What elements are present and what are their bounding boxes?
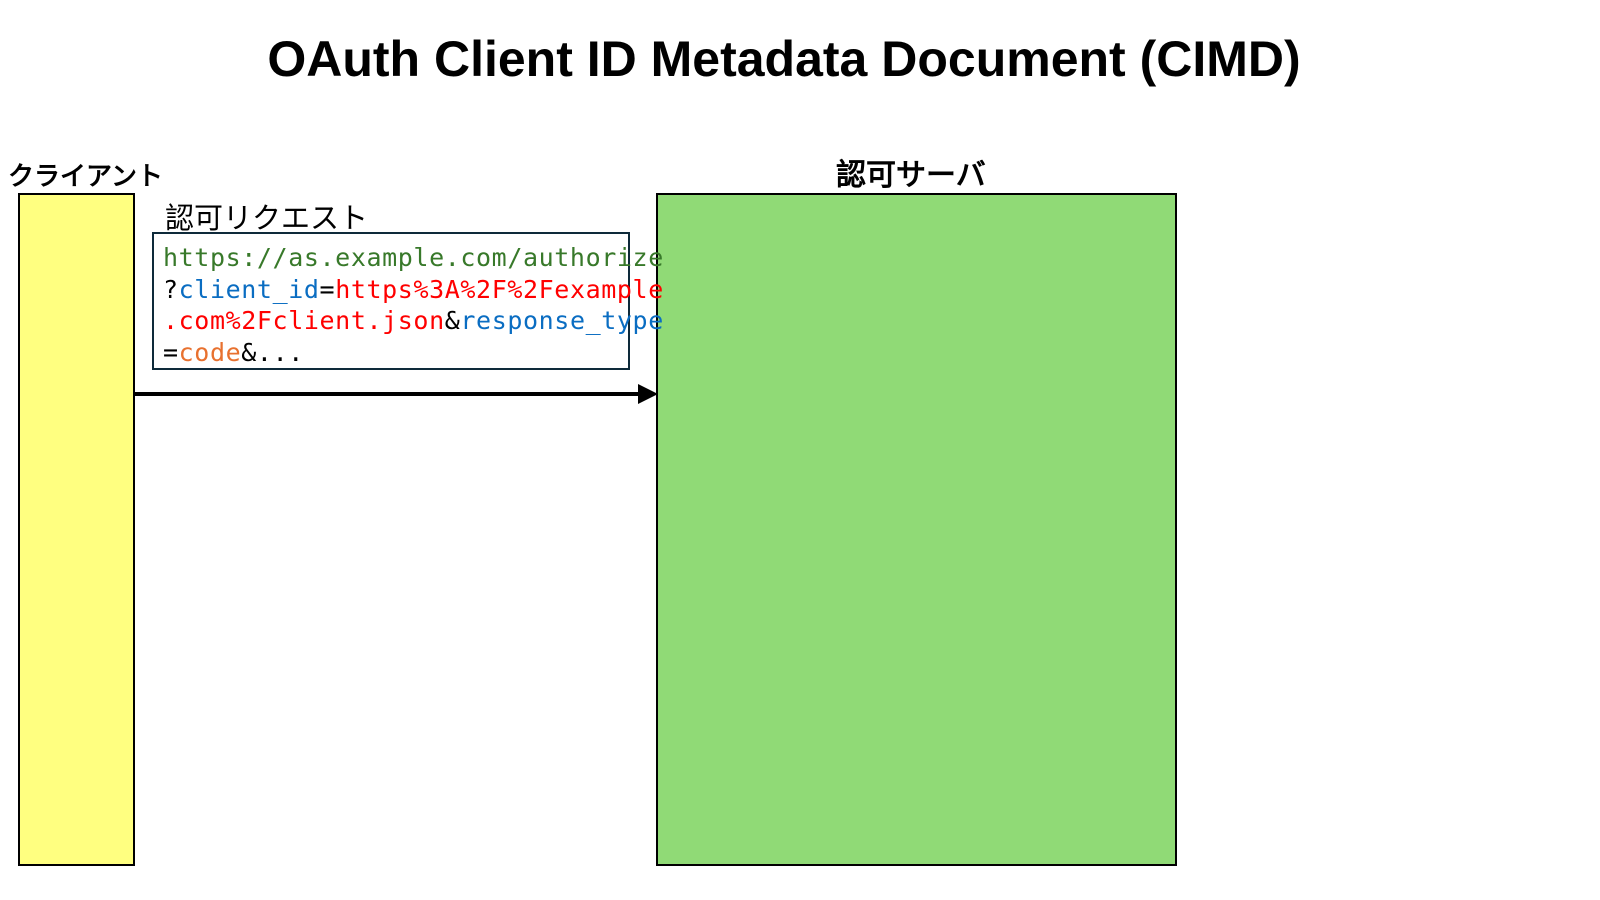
url-segment: ?	[163, 274, 179, 304]
url-segment: response_type	[460, 306, 664, 335]
url-segment: https%3A%2F%2Fexample	[335, 274, 664, 304]
client-label: クライアント	[8, 162, 163, 192]
server-lifeline	[656, 193, 1177, 866]
server-label: 認可サーバ	[836, 158, 986, 193]
request-label: 認可リクエスト	[165, 201, 369, 235]
url-segment: .com%2Fclient.json	[163, 306, 445, 335]
url-segment: =	[319, 274, 336, 304]
url-segment: &...	[241, 337, 304, 367]
diagram-title: OAuth Client ID Metadata Document (CIMD)	[267, 31, 1301, 87]
url-line: =code&...	[163, 337, 628, 369]
url-segment: &	[444, 306, 461, 335]
url-line: https://as.example.com/authorize	[163, 242, 663, 274]
url-line: ?client_id=https%3A%2F%2Fexample	[163, 274, 663, 306]
client-lifeline	[18, 193, 135, 866]
url-segment: code	[178, 337, 242, 367]
request-arrow-line	[135, 392, 640, 396]
url-line: .com%2Fclient.json&response_type	[163, 305, 663, 337]
url-segment: client_id	[178, 274, 320, 304]
request-url-box: https://as.example.com/authorize?client_…	[152, 232, 663, 370]
url-segment: =	[163, 337, 179, 367]
url-segment: https://as.example.com/authorize	[163, 243, 664, 272]
arrowhead-icon	[638, 384, 658, 404]
